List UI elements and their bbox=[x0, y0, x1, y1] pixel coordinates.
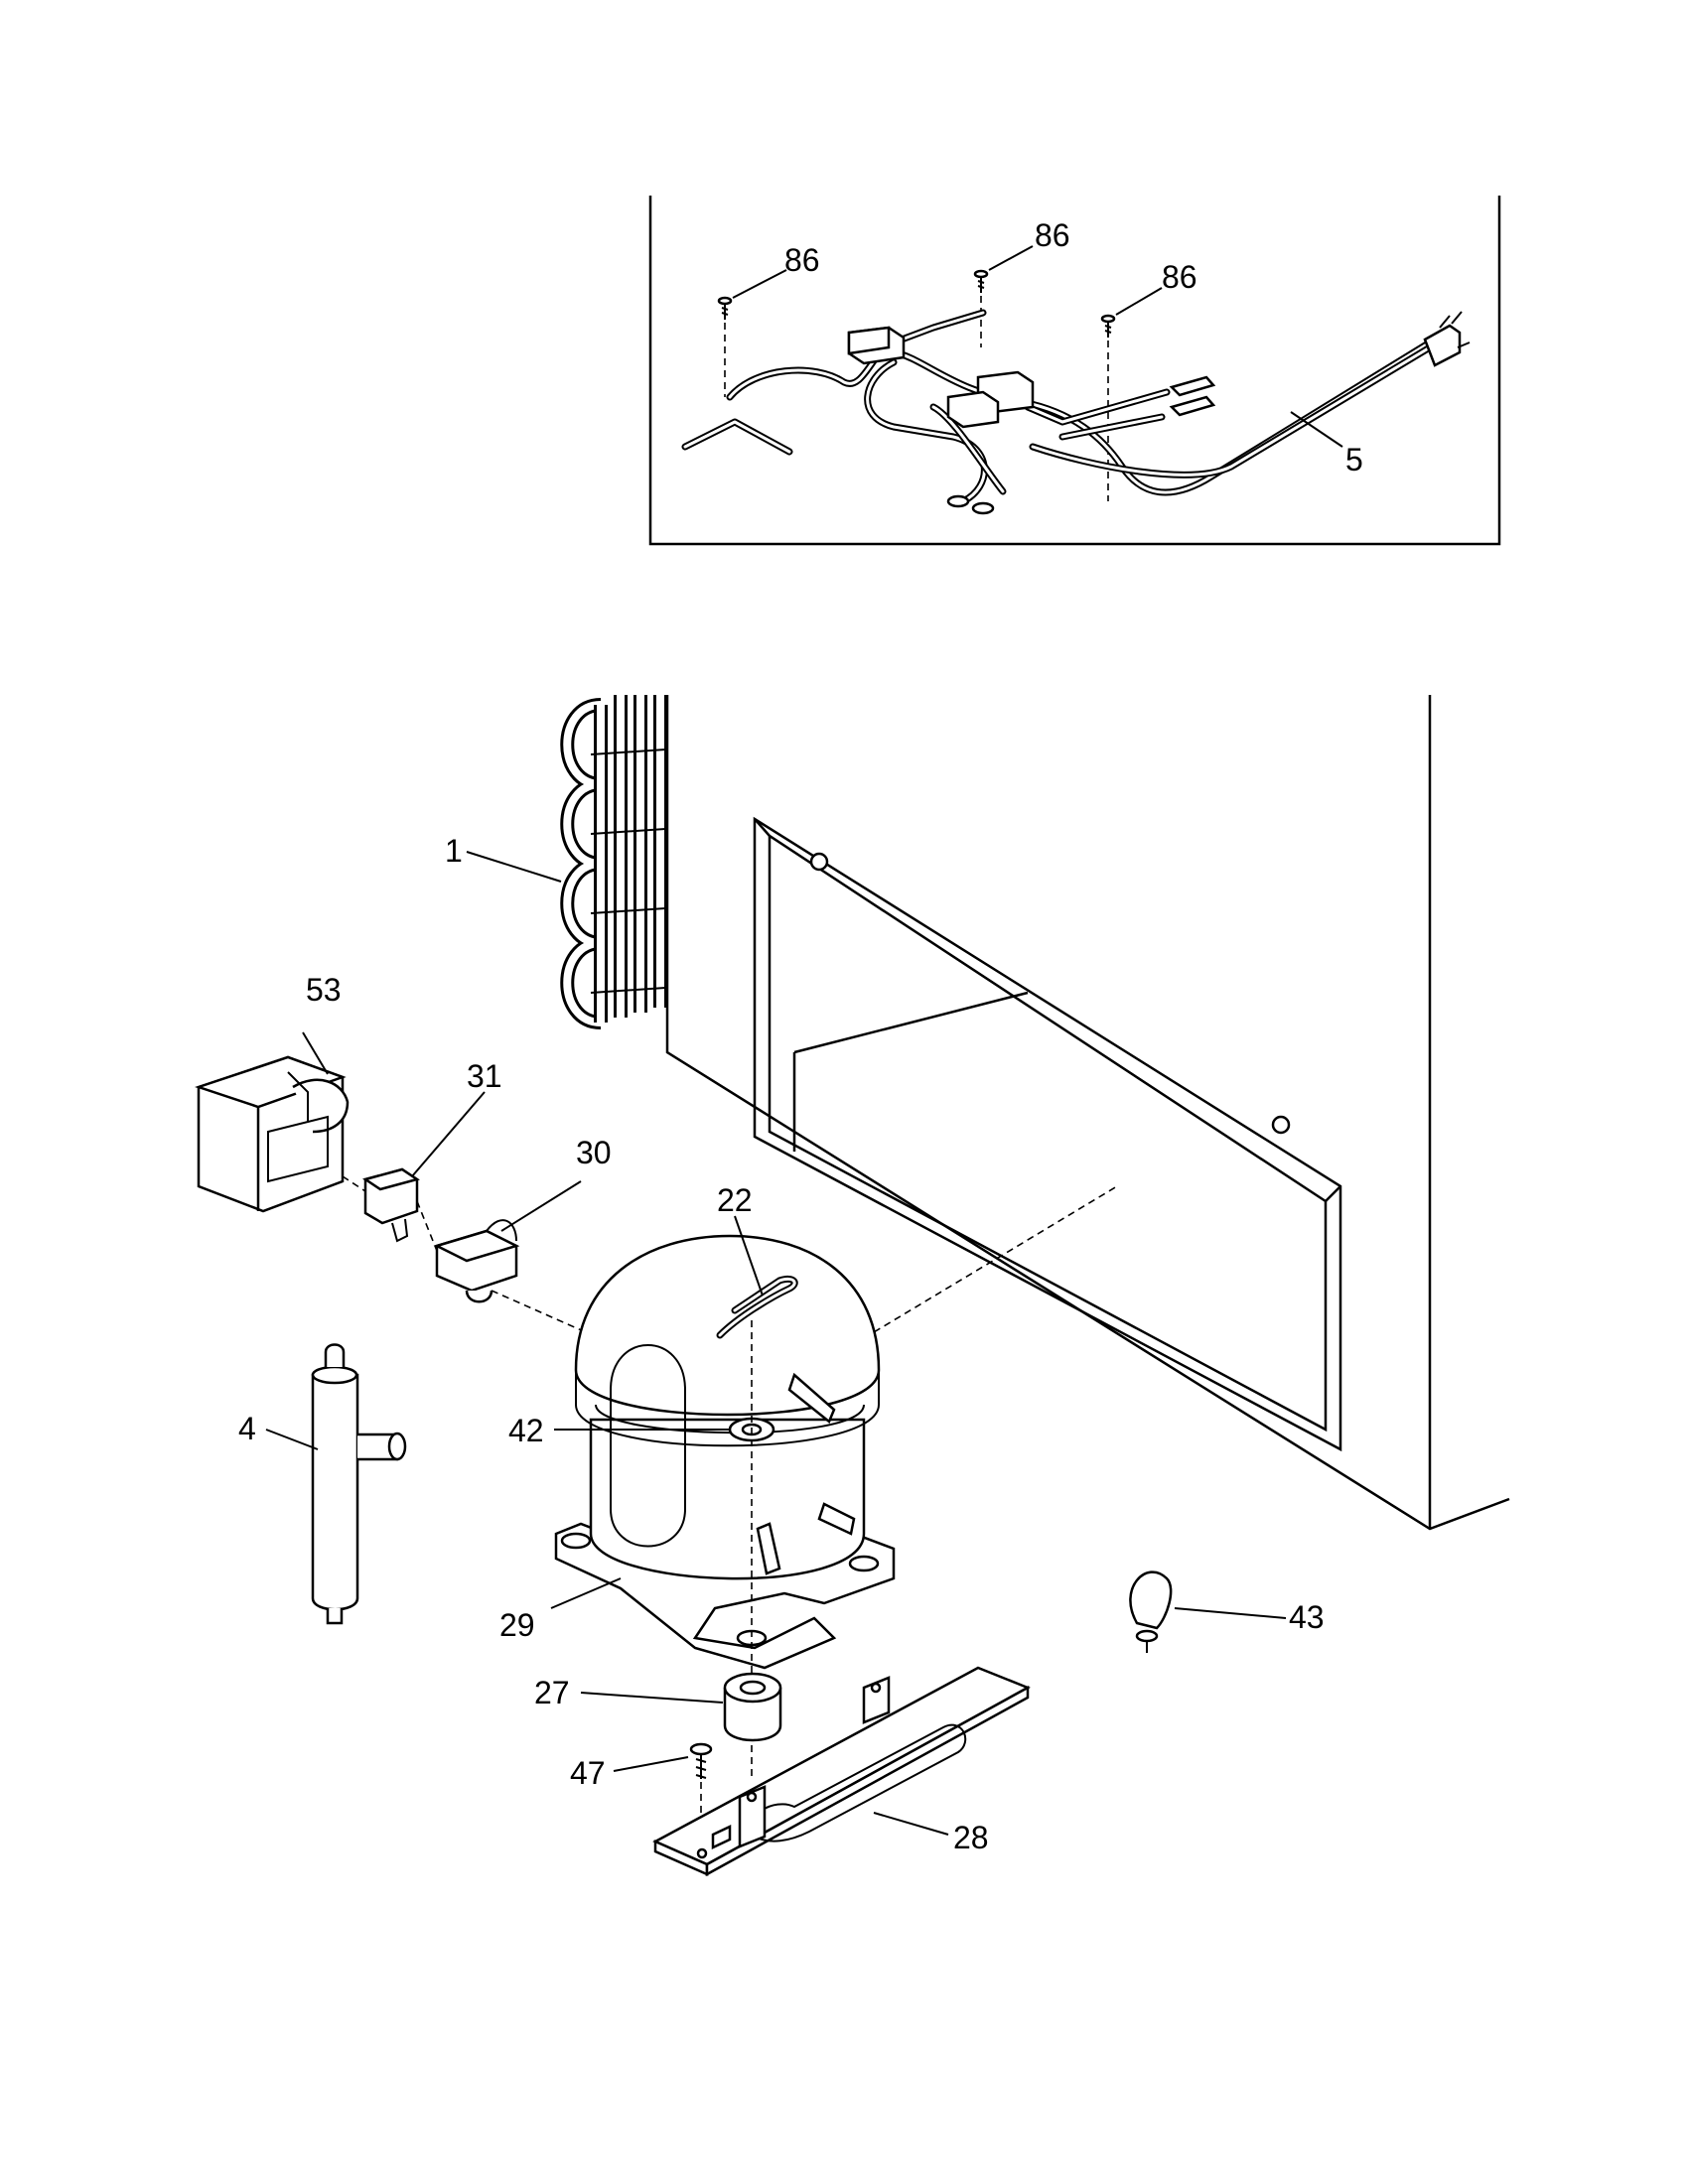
screw-86-right[interactable] bbox=[1100, 314, 1116, 501]
callout-42: 42 bbox=[508, 1413, 544, 1448]
callout-1: 1 bbox=[445, 833, 463, 869]
leader-86-middle bbox=[988, 245, 1034, 271]
callout-47: 47 bbox=[570, 1755, 606, 1791]
relay[interactable] bbox=[362, 1167, 420, 1243]
harness-connector[interactable] bbox=[847, 326, 906, 365]
leader-5 bbox=[1290, 411, 1343, 448]
leader-28 bbox=[873, 1812, 949, 1836]
callout-28: 28 bbox=[953, 1820, 989, 1855]
overload-clip[interactable] bbox=[716, 1275, 798, 1339]
harness-terminals bbox=[946, 375, 1216, 515]
leader-86-left bbox=[732, 269, 787, 299]
screw-86-middle[interactable] bbox=[973, 269, 989, 347]
leader-1 bbox=[466, 851, 562, 883]
callout-86-left: 86 bbox=[784, 242, 820, 278]
leader-30 bbox=[500, 1180, 582, 1232]
callout-86-right: 86 bbox=[1162, 259, 1197, 295]
wire-harness[interactable] bbox=[681, 309, 1434, 505]
callout-5: 5 bbox=[1345, 442, 1363, 478]
callout-86-middle: 86 bbox=[1035, 217, 1070, 253]
leader-53 bbox=[302, 1031, 329, 1075]
relay-cover[interactable] bbox=[195, 1055, 350, 1213]
power-plug[interactable] bbox=[1423, 311, 1471, 367]
callout-30: 30 bbox=[576, 1135, 612, 1170]
leader-43 bbox=[1174, 1607, 1287, 1619]
grommet[interactable] bbox=[723, 1672, 782, 1742]
screw-86-left[interactable] bbox=[717, 296, 733, 397]
condenser[interactable] bbox=[560, 695, 667, 1029]
callout-43: 43 bbox=[1289, 1599, 1325, 1635]
inset-frame bbox=[648, 196, 1501, 546]
drier[interactable] bbox=[311, 1343, 407, 1625]
leader-22 bbox=[734, 1215, 764, 1297]
compressor[interactable] bbox=[554, 1234, 896, 1670]
callout-29: 29 bbox=[499, 1607, 535, 1643]
overload-protector[interactable] bbox=[433, 1219, 520, 1303]
harness-junction bbox=[946, 370, 1035, 429]
leader-29 bbox=[550, 1577, 622, 1609]
screw-47[interactable] bbox=[689, 1742, 713, 1842]
callout-22: 22 bbox=[717, 1182, 753, 1218]
base-rail[interactable] bbox=[652, 1666, 1031, 1877]
leader-47 bbox=[613, 1756, 689, 1772]
leader-86-right bbox=[1115, 287, 1163, 316]
callout-27: 27 bbox=[534, 1675, 570, 1710]
wiring-harness-inset: 86 86 86 5 bbox=[648, 196, 1501, 546]
cabinet bbox=[665, 695, 1510, 1531]
leader-4 bbox=[265, 1429, 319, 1450]
leader-27 bbox=[580, 1692, 724, 1704]
callout-4: 4 bbox=[238, 1411, 256, 1446]
tube-clamp[interactable] bbox=[1129, 1570, 1173, 1653]
callout-31: 31 bbox=[467, 1058, 502, 1094]
leader-31 bbox=[411, 1091, 486, 1177]
callout-53: 53 bbox=[306, 972, 342, 1008]
